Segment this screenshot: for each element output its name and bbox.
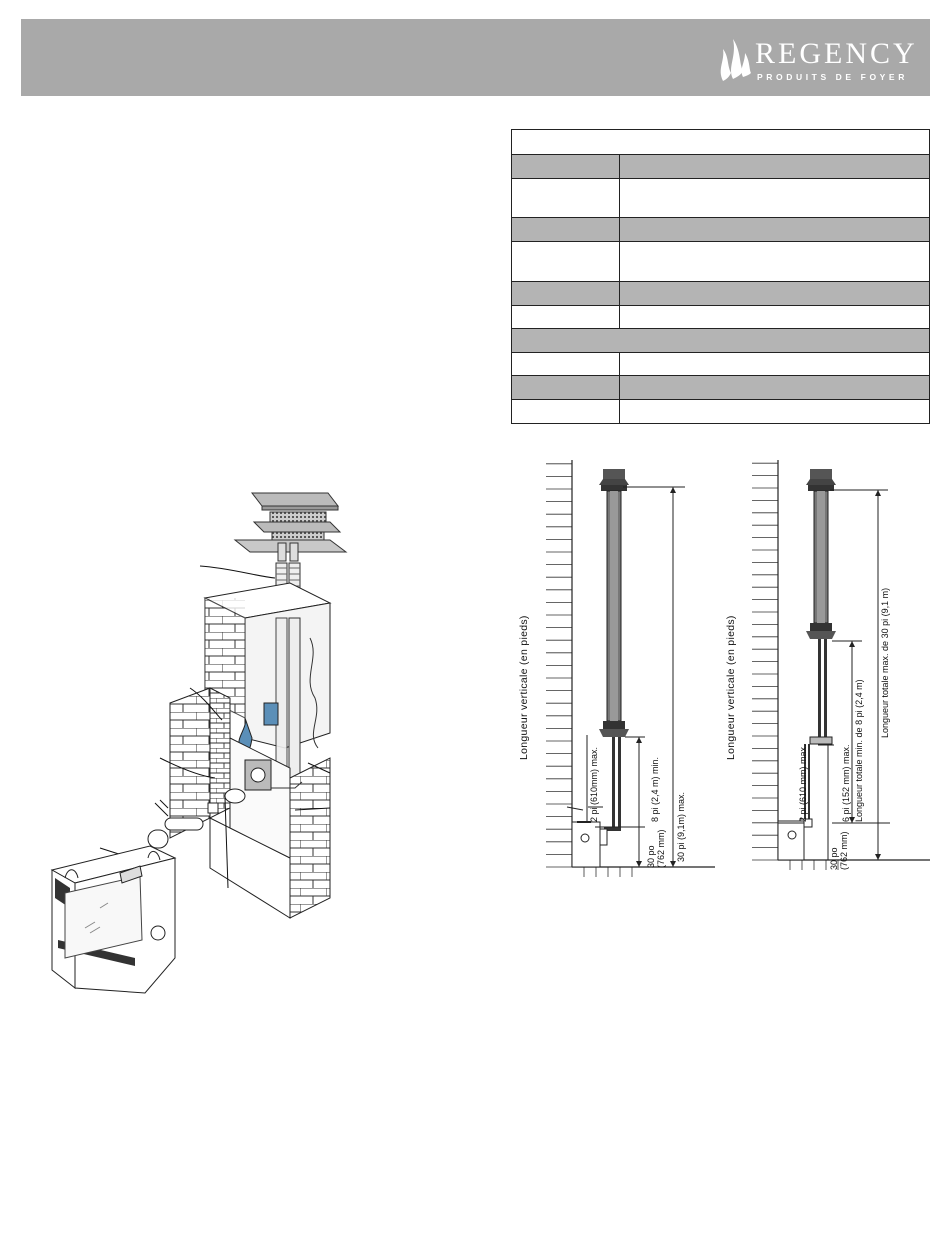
height-grid [546, 463, 633, 877]
table-row [511, 217, 930, 242]
table-row [511, 281, 930, 306]
table-row [511, 154, 930, 179]
page-header-band: REGENCY PRODUITS DE FOYER [21, 19, 930, 96]
table-row [511, 399, 930, 424]
dim-total-label-1: 30 pi (9,1m) max. [676, 791, 686, 862]
table-row [511, 241, 930, 282]
dim-base-label-1: 30 po (762 mm) [646, 829, 666, 868]
table-row [511, 328, 930, 353]
dim-min-label-1: 8 pi (2,4 m) min. [650, 756, 660, 822]
fireplace-installation-illustration [50, 492, 348, 994]
dim-offset-label-2: 6 pi (152 mm) max. [841, 744, 851, 822]
vertical-axis-label-2: Longueur verticale (en pieds) [725, 615, 737, 760]
dim-base-label-2: 30 po (762 mm) [829, 831, 849, 870]
logo-wordmark: REGENCY [755, 37, 918, 70]
vent-pipe [799, 469, 836, 828]
table-row [511, 305, 930, 329]
logo-tagline: PRODUITS DE FOYER [757, 72, 908, 82]
dim-horizontal-label-2: 2 pi (610 mm) max. [798, 744, 808, 822]
firebox-left-wall [169, 687, 211, 839]
table-row [511, 352, 930, 376]
table-row [511, 178, 930, 218]
table-row [511, 375, 930, 400]
firebox-right-wall [289, 757, 331, 919]
chimney-cap [233, 492, 348, 562]
dimension-lines [566, 486, 685, 867]
dim-total-label-2: Longueur totale max. de 30 pi (9,1 m) [880, 587, 890, 738]
vertical-axis-label-1: Longueur verticale (en pieds) [518, 615, 530, 760]
adapter-plate [244, 759, 272, 791]
dim-horizontal-label-1: 2 pi (610mm) max. [589, 746, 599, 822]
vent-collar [164, 817, 204, 831]
dim-min-label-2: Longueur totale min. de 8 pi (2,4 m) [854, 679, 864, 822]
vent-diagram-1 [546, 460, 715, 877]
regency-logo: REGENCY PRODUITS DE FOYER [715, 31, 920, 91]
height-grid [752, 462, 839, 870]
fireplace-unit [50, 845, 177, 994]
table-row [511, 129, 930, 155]
callout-line [199, 565, 276, 579]
vent-diagram-2 [752, 460, 930, 870]
flame-logo-icon [720, 39, 751, 81]
vent-pipe [598, 469, 629, 846]
spec-table [511, 129, 930, 424]
dimension-lines [778, 489, 890, 860]
